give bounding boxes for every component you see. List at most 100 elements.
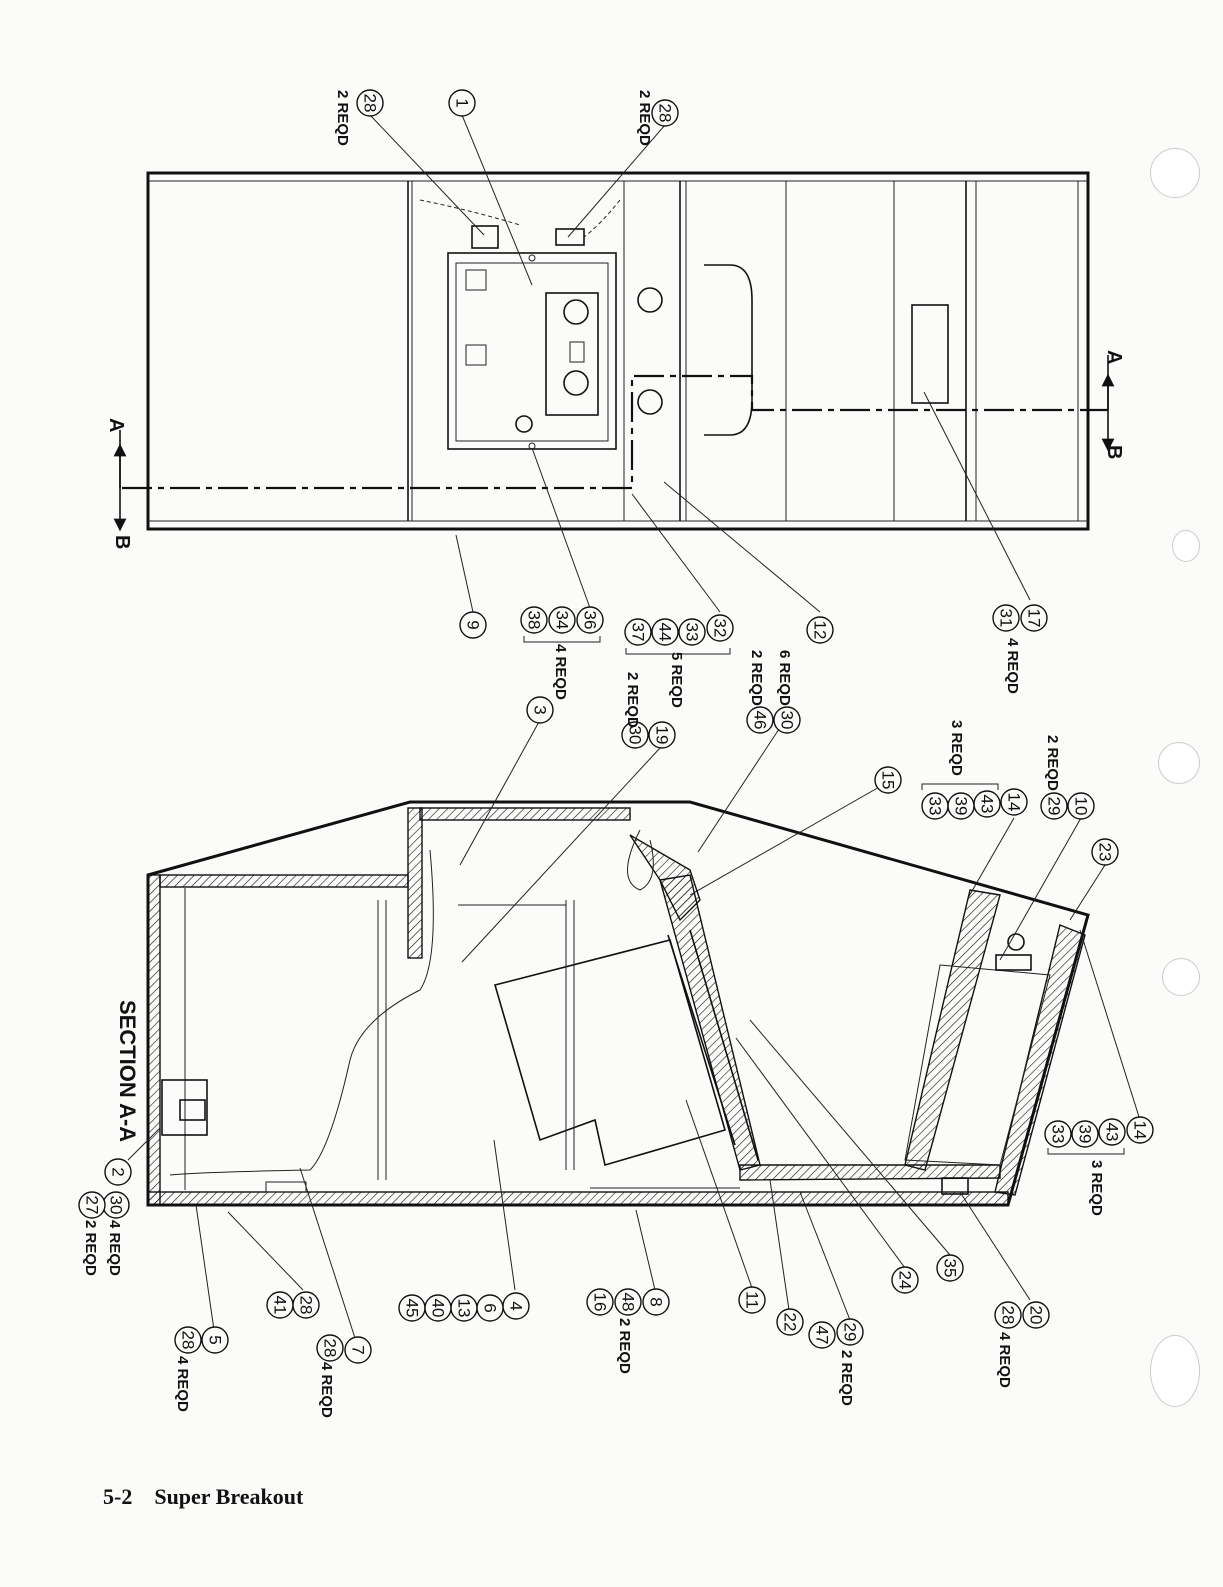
callout-28: 28: [356, 89, 384, 117]
callout-43: 43: [973, 790, 1001, 818]
svg-text:33: 33: [683, 623, 702, 642]
callout-7: 7: [344, 1336, 372, 1364]
svg-text:38: 38: [525, 611, 544, 630]
callout-46: 46: [746, 706, 774, 734]
svg-text:1: 1: [453, 98, 472, 107]
svg-text:12: 12: [811, 621, 830, 640]
svg-text:6: 6: [481, 1303, 500, 1312]
svg-text:20: 20: [1027, 1306, 1046, 1325]
svg-text:36: 36: [581, 611, 600, 630]
svg-text:28: 28: [179, 1331, 198, 1350]
qty-label: 2 REQD: [82, 1220, 99, 1276]
svg-text:28: 28: [297, 1296, 316, 1315]
svg-text:24: 24: [896, 1271, 915, 1290]
callout-20: 20: [1022, 1301, 1050, 1329]
qty-label: 5 REQD: [668, 652, 685, 708]
access-plate: [911, 304, 949, 404]
coin-slot-icon: [637, 287, 663, 313]
svg-text:41: 41: [271, 1296, 290, 1315]
callout-6: 6: [476, 1294, 504, 1322]
callout-45: 45: [398, 1294, 426, 1322]
svg-text:10: 10: [1072, 797, 1091, 816]
svg-text:11: 11: [743, 1291, 762, 1309]
svg-text:14: 14: [1005, 793, 1024, 812]
svg-text:33: 33: [926, 797, 945, 816]
svg-text:22: 22: [781, 1313, 800, 1332]
svg-text:34: 34: [553, 611, 572, 630]
callout-37: 37: [624, 618, 652, 646]
svg-text:29: 29: [841, 1323, 860, 1342]
callout-33: 33: [921, 792, 949, 820]
manual-title: Super Breakout: [154, 1484, 304, 1509]
svg-text:43: 43: [978, 795, 997, 814]
callout-29: 29: [1040, 792, 1068, 820]
qty-label: 4 REQD: [106, 1220, 123, 1276]
section-marker-a-left: A: [105, 418, 127, 432]
coin-door: [704, 264, 753, 436]
qty-label: 3 REQD: [1088, 1160, 1105, 1216]
section-marker-b-left: B: [111, 535, 133, 549]
callout-41: 41: [266, 1291, 294, 1319]
qty-label: 6 REQD: [776, 650, 793, 706]
qty-label: 2 REQD: [748, 650, 765, 706]
callout-28: 28: [292, 1291, 320, 1319]
callout-5: 5: [201, 1326, 229, 1354]
qty-label: 3 REQD: [948, 720, 965, 776]
callout-36: 36: [576, 606, 604, 634]
callout-32: 32: [706, 614, 734, 642]
callout-35: 35: [936, 1254, 964, 1282]
svg-text:43: 43: [1103, 1123, 1122, 1142]
svg-text:45: 45: [403, 1299, 422, 1318]
svg-text:5: 5: [206, 1335, 225, 1344]
svg-text:44: 44: [656, 623, 675, 642]
svg-text:30: 30: [107, 1196, 126, 1215]
callout-2: 2: [104, 1158, 132, 1186]
callout-31: 31: [992, 604, 1020, 632]
paddle-knob-icon: [563, 299, 589, 325]
section-view: SECTION A-A: [115, 800, 1090, 1207]
svg-text:28: 28: [361, 94, 380, 113]
svg-text:46: 46: [751, 711, 770, 730]
callout-28: 28: [994, 1301, 1022, 1329]
callout-33: 33: [1044, 1120, 1072, 1148]
quantity-labels: 2 REQD 2 REQD 4 REQD 4 REQD 5 REQD 2 REQ…: [82, 90, 1105, 1418]
svg-text:28: 28: [321, 1339, 340, 1358]
paddle-assembly: [545, 292, 599, 416]
callout-43: 43: [1098, 1118, 1126, 1146]
binder-hole: [1158, 742, 1200, 784]
callout-33: 33: [678, 618, 706, 646]
qty-label: 4 REQD: [1004, 638, 1021, 694]
binder-hole: [1162, 958, 1200, 996]
callout-30: 30: [773, 706, 801, 734]
front-view: A B A B: [105, 171, 1125, 549]
svg-text:15: 15: [879, 771, 898, 790]
svg-text:27: 27: [83, 1196, 102, 1215]
svg-text:9: 9: [464, 620, 483, 629]
callout-47: 47: [808, 1321, 836, 1349]
svg-text:47: 47: [813, 1326, 832, 1345]
svg-text:29: 29: [1045, 797, 1064, 816]
svg-text:30: 30: [778, 711, 797, 730]
callout-44: 44: [651, 618, 679, 646]
callout-1: 1: [448, 89, 476, 117]
callout-17: 17: [1020, 604, 1048, 632]
svg-text:8: 8: [647, 1297, 666, 1306]
svg-text:39: 39: [1076, 1125, 1095, 1144]
callout-22: 22: [776, 1308, 804, 1336]
callout-9: 9: [459, 611, 487, 639]
svg-text:37: 37: [629, 623, 648, 642]
callout-30: 30: [621, 721, 649, 749]
qty-label: 2 REQD: [616, 1318, 633, 1374]
svg-text:32: 32: [711, 619, 730, 638]
section-marker-b-right: B: [1103, 445, 1125, 459]
callout-14: 14: [1000, 788, 1028, 816]
callout-3: 3: [526, 696, 554, 724]
svg-text:23: 23: [1096, 843, 1115, 862]
svg-text:31: 31: [997, 609, 1016, 628]
callout-group: 28 1 28 9 38 34 36 37 44 33 32 12 31 17 …: [78, 89, 1154, 1364]
qty-label: 2 REQD: [1044, 735, 1061, 791]
svg-text:4: 4: [507, 1301, 526, 1310]
section-line: [122, 374, 1108, 490]
